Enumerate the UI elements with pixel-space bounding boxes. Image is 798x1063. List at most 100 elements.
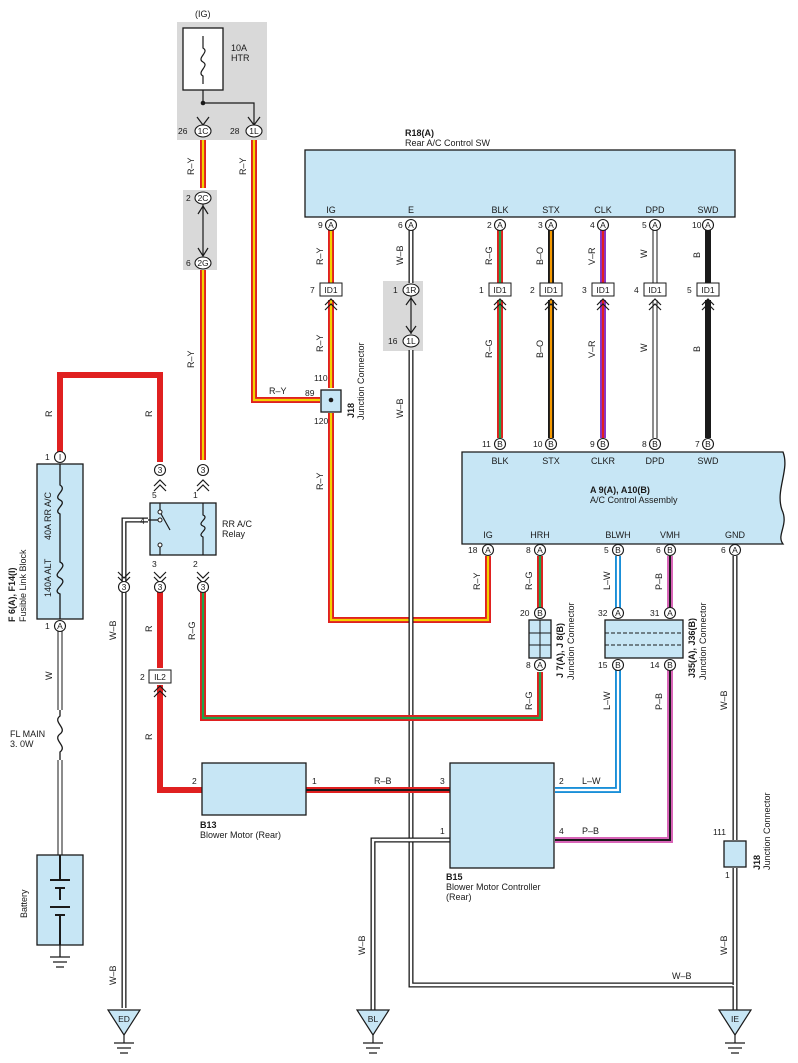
- svg-text:A: A: [600, 220, 606, 230]
- svg-text:11: 11: [482, 439, 491, 449]
- svg-text:R–Y: R–Y: [315, 334, 325, 352]
- svg-text:B: B: [667, 660, 673, 670]
- b13-blower-motor: [201, 762, 307, 816]
- svg-text:5: 5: [687, 285, 692, 295]
- ground-icon: [50, 945, 70, 968]
- svg-text:8: 8: [526, 545, 531, 555]
- htr-fuse-amp: 10A: [231, 43, 247, 53]
- svg-text:P–B: P–B: [654, 573, 664, 590]
- svg-text:B: B: [692, 346, 702, 352]
- svg-text:W–B: W–B: [672, 971, 692, 981]
- wire-rg-relay: [200, 556, 543, 721]
- svg-text:1: 1: [440, 826, 445, 836]
- fusible-link-icon: [56, 464, 64, 619]
- svg-text:9: 9: [318, 220, 323, 230]
- svg-text:SWD: SWD: [698, 205, 719, 215]
- svg-text:CLKR: CLKR: [591, 456, 616, 466]
- svg-text:I: I: [59, 452, 61, 462]
- wire-wb-b15: [370, 837, 450, 1010]
- svg-text:R–Y: R–Y: [269, 386, 287, 396]
- svg-text:3: 3: [538, 220, 543, 230]
- svg-text:4: 4: [590, 220, 595, 230]
- svg-text:3: 3: [122, 582, 127, 592]
- svg-text:2: 2: [192, 776, 197, 786]
- wire-wb-e: [408, 230, 738, 1010]
- svg-text:L–W: L–W: [602, 571, 612, 590]
- wire-ry-1l: [251, 140, 320, 403]
- svg-text:9: 9: [590, 439, 595, 449]
- svg-text:28: 28: [230, 126, 240, 136]
- wire-lw: [555, 556, 621, 793]
- svg-text:4: 4: [140, 516, 145, 526]
- pin-1l: [245, 124, 263, 138]
- svg-text:W–B: W–B: [108, 620, 118, 640]
- svg-text:ID1: ID1: [596, 285, 610, 295]
- svg-text:RR A/C: RR A/C: [222, 519, 253, 529]
- r18-pins: A9 A6 A2 A3 A4 A5 A10: [318, 218, 715, 232]
- svg-text:R: R: [44, 410, 54, 417]
- svg-text:ID1: ID1: [701, 285, 715, 295]
- wire-r-motor: [157, 590, 202, 793]
- svg-text:32: 32: [598, 608, 608, 618]
- svg-text:W: W: [639, 249, 649, 258]
- svg-text:15: 15: [598, 660, 608, 670]
- svg-text:3: 3: [440, 776, 445, 786]
- svg-text:R–G: R–G: [187, 621, 197, 640]
- svg-text:A: A: [537, 660, 543, 670]
- svg-text:120: 120: [314, 416, 328, 426]
- svg-text:2: 2: [193, 559, 198, 569]
- svg-text:2: 2: [140, 672, 145, 682]
- svg-text:R–Y: R–Y: [315, 247, 325, 265]
- svg-text:B: B: [600, 439, 606, 449]
- svg-text:STX: STX: [542, 456, 560, 466]
- svg-text:6: 6: [186, 258, 191, 268]
- svg-text:5: 5: [642, 220, 647, 230]
- svg-text:P–B: P–B: [654, 693, 664, 710]
- svg-text:10: 10: [533, 439, 543, 449]
- svg-text:A: A: [667, 608, 673, 618]
- svg-text:140A ALT: 140A ALT: [43, 558, 53, 597]
- ground-ed: ED: [106, 1009, 142, 1054]
- svg-text:DPD: DPD: [645, 205, 665, 215]
- svg-text:IL2: IL2: [154, 672, 166, 682]
- svg-text:ID1: ID1: [544, 285, 558, 295]
- svg-text:6: 6: [721, 545, 726, 555]
- svg-text:1C: 1C: [198, 126, 209, 136]
- wire-r-main: [57, 372, 163, 462]
- svg-text:W–B: W–B: [719, 690, 729, 710]
- svg-text:A: A: [548, 220, 554, 230]
- svg-text:W–B: W–B: [395, 398, 405, 418]
- svg-text:16: 16: [388, 336, 398, 346]
- svg-text:B–O: B–O: [535, 247, 545, 265]
- svg-text:J 7(A), J 8(B): J 7(A), J 8(B): [555, 623, 565, 678]
- svg-text:R–B: R–B: [374, 776, 392, 786]
- j35-junction-connector: [604, 619, 684, 659]
- svg-text:3: 3: [158, 582, 163, 592]
- svg-text:R–G: R–G: [524, 691, 534, 710]
- svg-text:1: 1: [193, 490, 198, 500]
- wires: [57, 140, 738, 1010]
- ac-control-assembly: [461, 451, 786, 545]
- svg-text:W: W: [44, 671, 54, 680]
- ground-bl: BL: [355, 1009, 391, 1054]
- il2-connector: [148, 669, 172, 684]
- svg-text:CLK: CLK: [594, 205, 612, 215]
- svg-text:R–Y: R–Y: [472, 572, 482, 590]
- svg-text:8: 8: [526, 660, 531, 670]
- ac-code: A 9(A), A10(B): [590, 485, 650, 495]
- svg-text:IG: IG: [483, 530, 493, 540]
- svg-text:Junction Connector: Junction Connector: [566, 602, 576, 680]
- r18-code: R18(A): [405, 128, 434, 138]
- svg-text:R–Y: R–Y: [238, 157, 248, 175]
- svg-text:BL: BL: [368, 1014, 379, 1024]
- svg-text:Junction Connector: Junction Connector: [762, 792, 772, 870]
- svg-text:A: A: [537, 545, 543, 555]
- svg-text:BLK: BLK: [491, 456, 508, 466]
- svg-text:W–B: W–B: [108, 965, 118, 985]
- svg-text:B: B: [615, 660, 621, 670]
- svg-text:5: 5: [152, 490, 157, 500]
- svg-text:R: R: [144, 410, 154, 417]
- svg-text:R–G: R–G: [484, 246, 494, 265]
- svg-text:3: 3: [201, 582, 206, 592]
- svg-text:Blower Motor Controller: Blower Motor Controller: [446, 882, 541, 892]
